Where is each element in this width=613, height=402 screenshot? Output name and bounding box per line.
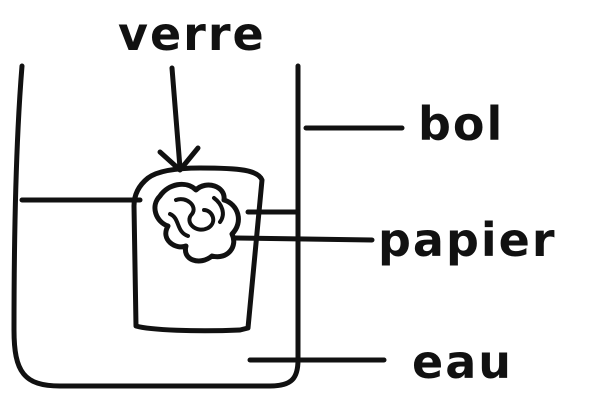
paper-crumple-detail	[168, 196, 225, 238]
glass-outline	[131, 165, 265, 334]
label-bol: bol	[418, 97, 504, 151]
label-papier: papier	[378, 213, 557, 267]
verre-arrow-head	[157, 145, 201, 173]
paper-crumple	[152, 181, 241, 264]
verre-arrow-shaft	[169, 65, 183, 171]
label-eau: eau	[412, 335, 513, 389]
papier-leader-line	[233, 235, 375, 243]
label-verre: verre	[118, 7, 266, 61]
bowl-outline	[11, 63, 301, 389]
